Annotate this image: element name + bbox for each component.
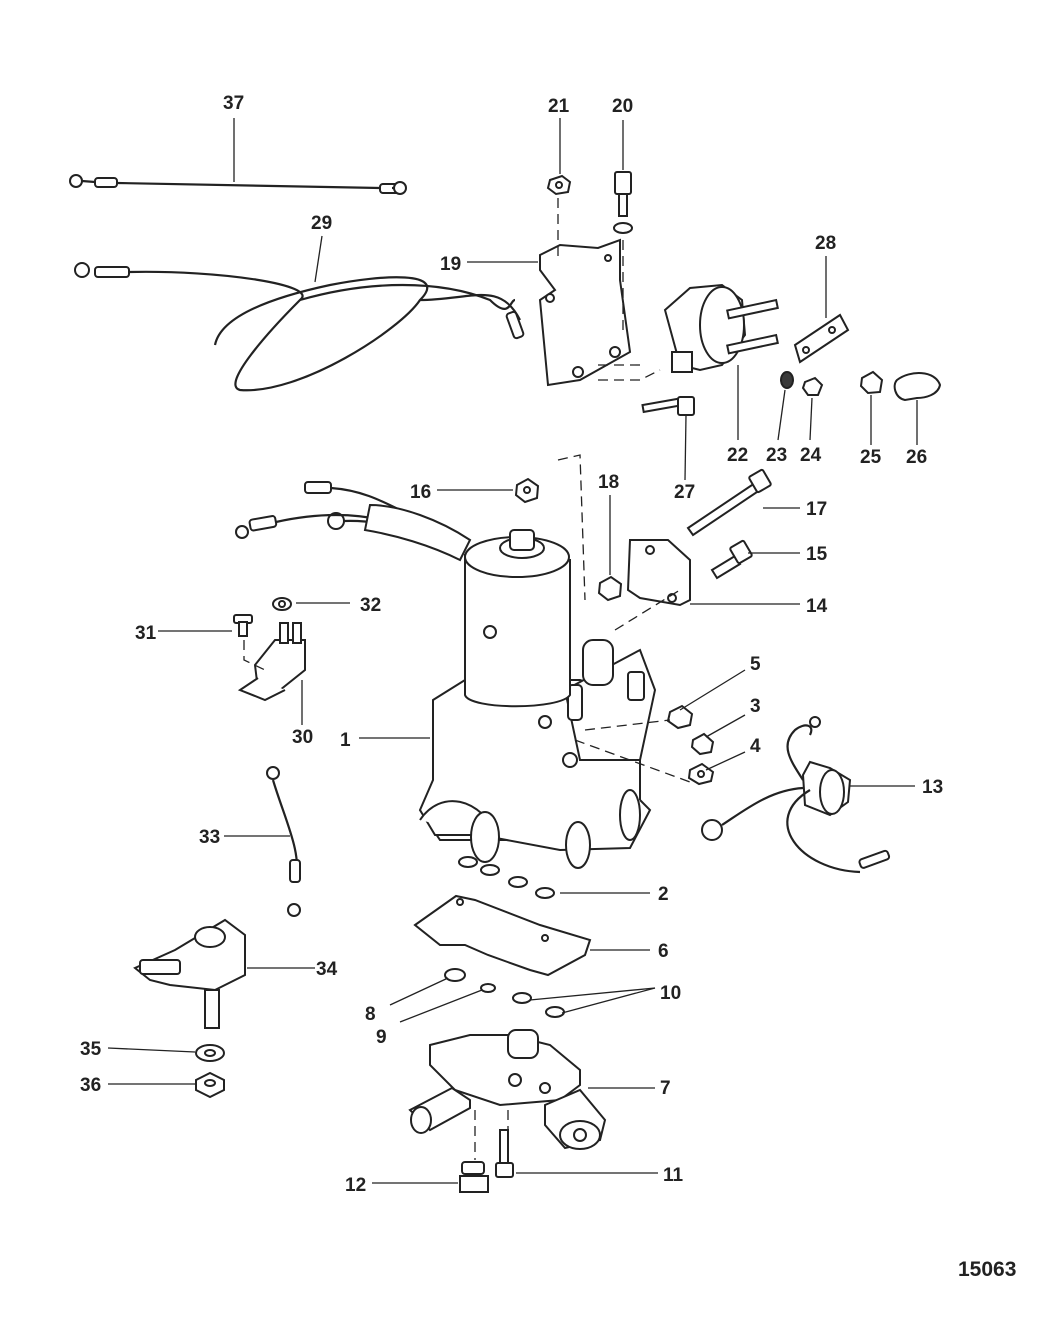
callout-24: 24	[800, 445, 822, 466]
oring-9	[480, 983, 496, 993]
orings-10	[512, 992, 565, 1018]
callout-1: 1	[340, 730, 351, 751]
callout-22: 22	[727, 445, 748, 466]
fitting-5	[666, 704, 694, 730]
orings-2	[458, 856, 555, 899]
bolt-27	[641, 396, 695, 416]
nut-25	[859, 370, 884, 395]
bolt-20	[613, 171, 633, 234]
callout-36: 36	[80, 1075, 101, 1096]
lockwasher-23	[780, 371, 794, 389]
callout-15: 15	[806, 544, 828, 565]
nut-24	[801, 376, 824, 396]
bolt-15	[710, 539, 753, 580]
callout-19: 19	[440, 254, 461, 275]
callout-31: 31	[135, 623, 157, 644]
callout-35: 35	[80, 1039, 102, 1060]
callout-6: 6	[658, 941, 669, 962]
callout-29: 29	[311, 213, 332, 234]
plate-6	[413, 894, 592, 977]
callout-21: 21	[548, 96, 570, 117]
cable-29	[74, 262, 525, 392]
bracket-19	[538, 238, 632, 387]
cable-37	[69, 174, 407, 195]
callout-26: 26	[906, 447, 927, 468]
callout-7: 7	[660, 1078, 671, 1099]
washer-4	[687, 762, 715, 786]
callout-4: 4	[750, 736, 761, 757]
callout-37: 37	[223, 93, 244, 114]
screw-3	[690, 732, 715, 756]
callout-17: 17	[806, 499, 827, 520]
plug-12	[459, 1161, 489, 1193]
callout-2: 2	[658, 884, 669, 905]
callout-23: 23	[766, 445, 787, 466]
pump-motor-1	[418, 529, 657, 869]
motor-harness	[235, 481, 472, 562]
bolt-17	[686, 468, 772, 537]
switch-13	[701, 716, 891, 874]
callout-27: 27	[674, 482, 695, 503]
boot-26	[893, 372, 942, 402]
callout-11: 11	[663, 1165, 684, 1186]
screw-31	[233, 614, 253, 637]
solenoid-22	[663, 283, 779, 373]
callout-30: 30	[292, 727, 313, 748]
oring-8	[444, 968, 466, 982]
callout-20: 20	[612, 96, 633, 117]
callout-28: 28	[815, 233, 836, 254]
terminal-34	[133, 918, 246, 1029]
callout-12: 12	[345, 1175, 366, 1196]
assembly-lines	[243, 198, 691, 1160]
nut-36	[195, 1071, 225, 1099]
callout-3: 3	[750, 696, 761, 717]
bracket-14	[626, 539, 691, 607]
ground-wire-33	[266, 766, 301, 917]
callout-18: 18	[598, 472, 619, 493]
manifold-7	[408, 1029, 607, 1150]
callout-33: 33	[199, 827, 220, 848]
washer-35	[195, 1044, 225, 1062]
callout-32: 32	[360, 595, 381, 616]
leader-lines	[107, 118, 918, 1184]
callout-25: 25	[860, 447, 882, 468]
callout-34: 34	[316, 959, 338, 980]
callout-14: 14	[806, 596, 828, 617]
strap-28	[793, 313, 850, 364]
nut-32	[272, 597, 292, 611]
nut-16	[514, 477, 540, 504]
nut-18	[597, 575, 623, 602]
circuit-breaker-30	[237, 622, 306, 702]
callout-9: 9	[376, 1027, 387, 1048]
callout-8: 8	[365, 1004, 376, 1025]
callout-5: 5	[750, 654, 761, 675]
callout-16: 16	[410, 482, 431, 503]
nut-21	[546, 174, 572, 196]
callout-labels: 1 2 3 4 5 6 7 8 9 10 11 12 13 14 15 16 1…	[80, 93, 943, 1196]
callout-13: 13	[922, 777, 943, 798]
screw-11	[495, 1129, 514, 1178]
figure-number: 15063	[958, 1258, 1016, 1281]
callout-10: 10	[660, 983, 681, 1004]
